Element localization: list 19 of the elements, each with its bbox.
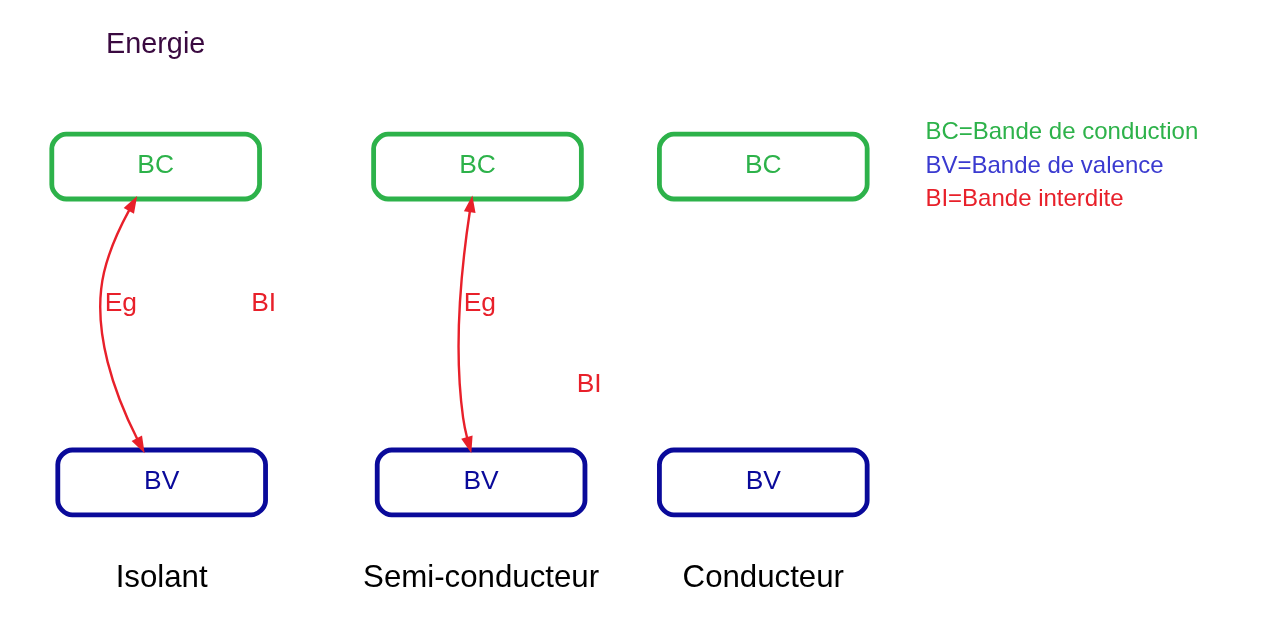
legend-label: BV=Bande de valence [924,150,1164,178]
legend-label: BC=Bande de conduction [924,116,1198,144]
label: Isolant [115,559,208,595]
label: Energie [105,26,205,59]
edge-label: Eg [463,287,496,318]
legend-label: BI=Bande interdite [924,184,1124,212]
label: Semi-conducteur [362,559,599,595]
node-box: BV [374,447,587,518]
node-box: BC [656,131,870,202]
edge-label: Eg [104,287,137,318]
node-box: BV [656,447,870,518]
label: Conducteur [682,559,844,595]
node-box: BV [54,447,268,518]
arrow [98,196,145,454]
node-box: BC [48,131,262,202]
label: BI [250,287,276,318]
node-box: BC [370,131,584,202]
label: BI [576,367,602,398]
arrow [457,195,476,454]
